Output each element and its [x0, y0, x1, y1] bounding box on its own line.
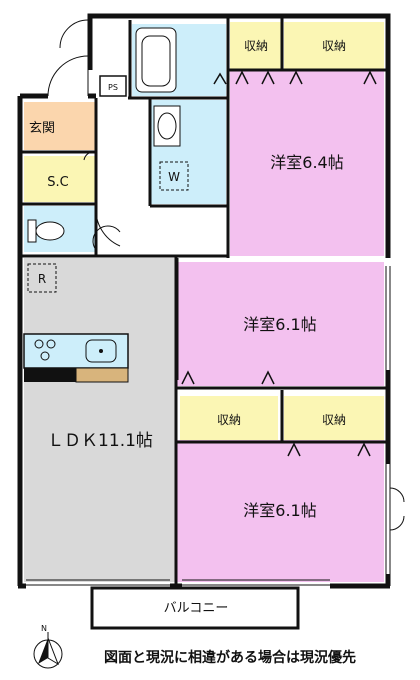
pipe-space-label: PS [108, 83, 118, 92]
pipe-space-fill [99, 75, 127, 97]
wash-basin-icon [153, 105, 181, 147]
stove-burner-icon [40, 351, 50, 361]
fridge-space [27, 263, 57, 293]
compass-label: N [41, 624, 47, 633]
washer-space [159, 161, 189, 191]
western-room-1-fill [230, 70, 384, 256]
entrance-door [47, 19, 89, 97]
bathtub-icon [135, 27, 177, 93]
toilet-icon [27, 219, 65, 243]
western-room-3-fill [176, 440, 384, 582]
western-room-2-label: 洋室6.1帖 [243, 315, 316, 334]
entrance-fill [24, 102, 96, 150]
sink-icon [85, 339, 117, 363]
western-room-3-label: 洋室6.1帖 [243, 501, 316, 520]
western-room-1-label: 洋室6.4帖 [270, 153, 343, 172]
closet-doors [181, 70, 377, 457]
entrance-label: 玄関 [29, 121, 55, 136]
storage-top-left-fill [230, 22, 282, 70]
storage-top-right-fill [284, 22, 384, 70]
walls [17, 13, 391, 586]
ldk-fill [24, 258, 176, 582]
exterior-door-right [389, 487, 405, 531]
stove-burner-icon [46, 339, 56, 349]
washer-label: W [168, 170, 180, 184]
corridor-fill [96, 100, 150, 252]
western-room-2-fill [176, 262, 384, 386]
shoe-closet-fill [24, 156, 96, 202]
kitchen-counter [23, 333, 129, 383]
ldk-label: ＬＤＫ11.1帖 [47, 431, 153, 451]
windows [26, 90, 391, 586]
stove-burner-icon [34, 339, 44, 349]
interior-walls [20, 16, 388, 586]
storage-mid-left-fill [180, 396, 278, 440]
balcony-label: バルコニー [164, 601, 229, 616]
storage-mid-right-label: 収納 [322, 413, 346, 427]
interior-doors [83, 151, 121, 251]
storage-mid-left-label: 収納 [217, 413, 241, 427]
storage-top-right-label: 収納 [322, 39, 346, 53]
fridge-label: R [38, 272, 46, 286]
balcony-area [90, 586, 300, 630]
shoe-closet-label: S.C [47, 175, 68, 190]
storage-mid-right-fill [284, 396, 384, 440]
storage-top-left-label: 収納 [244, 39, 268, 53]
disclaimer-note: 図面と現況に相違がある場合は現況優先 [104, 649, 356, 666]
north-arrow-icon [33, 632, 63, 669]
